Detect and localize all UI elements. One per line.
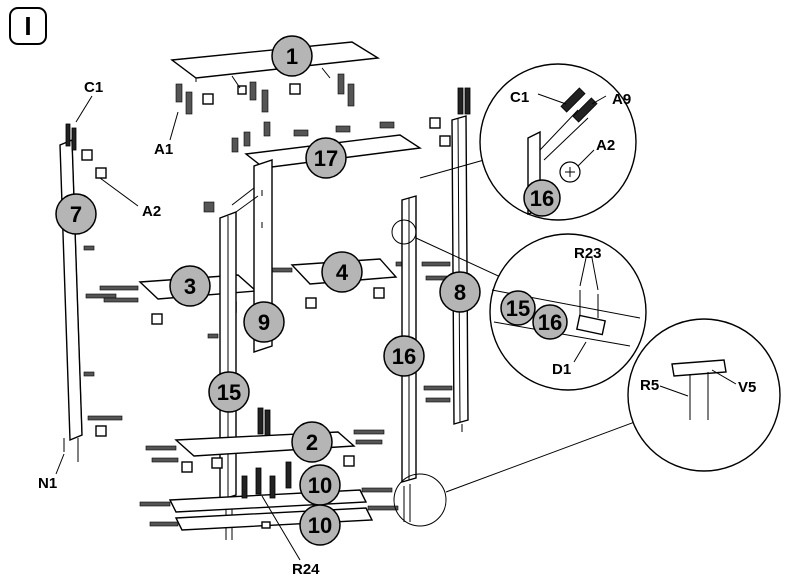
part-bubble-1: 1 [271, 35, 313, 77]
part-17-label: 17 [314, 146, 338, 171]
part-bubble-9: 9 [243, 301, 285, 343]
part-7-label: 7 [70, 202, 82, 227]
side-panel-7 [59, 123, 123, 462]
post-15 [203, 187, 259, 540]
part-4-label: 4 [336, 260, 349, 285]
label-n1: N1 [38, 475, 57, 492]
detail-mid-part-b-label: 16 [538, 310, 562, 335]
part-9-label: 9 [258, 310, 270, 335]
part-bubble-8: 8 [439, 271, 481, 313]
detail-mid-circle [489, 233, 647, 391]
part-bubble-10-lower: 10 [299, 504, 341, 546]
detail-label-r5: R5 [640, 377, 659, 394]
part-1-label: 1 [286, 44, 298, 69]
detail-label-c1: C1 [510, 89, 529, 106]
part-bubble-3: 3 [169, 265, 211, 307]
detail-mid-part-b-bubble: 16 [532, 304, 568, 340]
detail-mid-part-a-bubble: 15 [500, 290, 536, 326]
detail-label-r23: R23 [574, 245, 602, 262]
base-rails-10 [139, 461, 399, 531]
detail-top-circle [479, 63, 637, 221]
label-a2: A2 [142, 203, 161, 220]
part-2-label: 2 [306, 430, 318, 455]
part-bubble-16: 16 [383, 335, 425, 377]
part-bubble-7: 7 [55, 193, 97, 235]
label-c1: C1 [84, 79, 103, 96]
side-panel-8 [421, 87, 471, 432]
step-label: I [24, 11, 31, 41]
detail-top-part-label: 16 [530, 186, 554, 211]
detail-label-v5: V5 [738, 379, 756, 396]
detail-mid-part-a-label: 15 [506, 296, 530, 321]
label-a1: A1 [154, 141, 173, 158]
label-r24: R24 [292, 561, 320, 578]
part-10b-label: 10 [308, 513, 332, 538]
detail-bottom-circle [627, 318, 781, 472]
part-bubble-4: 4 [321, 251, 363, 293]
part-bubble-15: 15 [208, 371, 250, 413]
detail-top-part-bubble: 16 [523, 179, 561, 217]
step-badge: I [9, 7, 47, 45]
detail-label-d1: D1 [552, 361, 571, 378]
part-bubble-2: 2 [291, 421, 333, 463]
part-bubble-10-upper: 10 [299, 464, 341, 506]
middle-panel-9 [253, 159, 273, 437]
part-16-label: 16 [392, 344, 416, 369]
part-bubble-17: 17 [305, 137, 347, 179]
part-8-label: 8 [454, 280, 466, 305]
part-15-label: 15 [217, 380, 241, 405]
detail-label-a9: A9 [612, 91, 631, 108]
part-3-label: 3 [184, 274, 196, 299]
detail-label-a2: A2 [596, 137, 615, 154]
shelf-2 [145, 429, 385, 473]
part-10a-label: 10 [308, 473, 332, 498]
